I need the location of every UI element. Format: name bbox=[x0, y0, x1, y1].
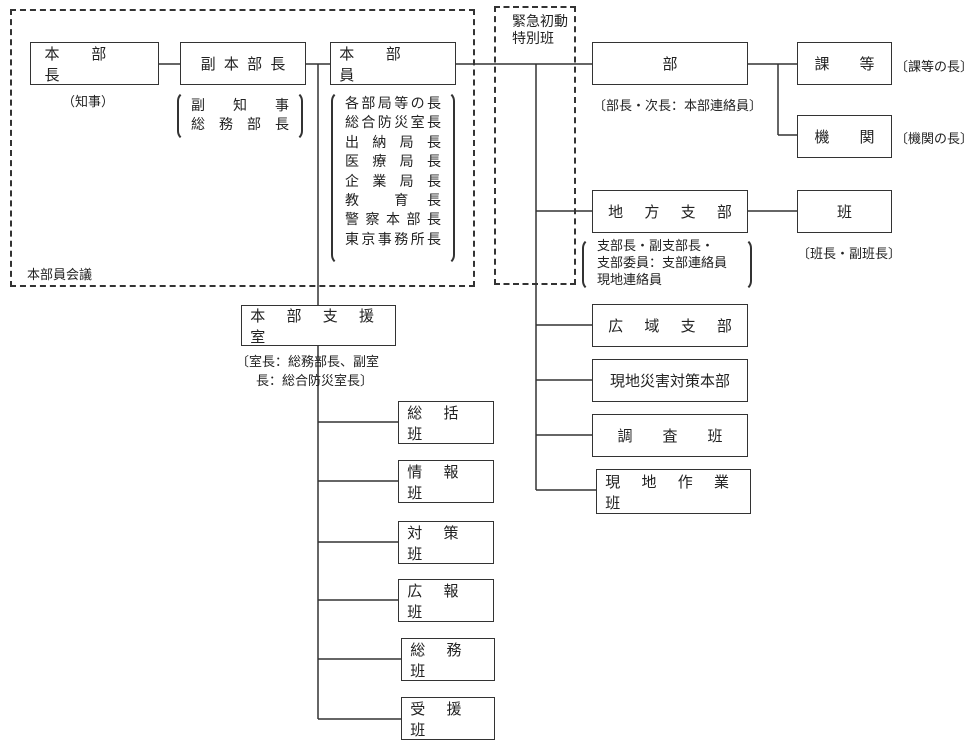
honbuin-list-item: 警察本部長 bbox=[345, 212, 441, 229]
kinkyu-label-2: 特別班 bbox=[512, 31, 554, 47]
ka-box: 課 等 bbox=[797, 42, 892, 85]
honbuin-list-item: 東京事務所長 bbox=[345, 231, 441, 248]
han-box: 班 bbox=[797, 190, 892, 233]
chiho-note: 支部委員：支部連絡員 bbox=[597, 256, 728, 271]
ka-label: 課 等 bbox=[814, 55, 875, 73]
fuku-list-item: 副 知 事 bbox=[191, 98, 289, 114]
shien-team-label: 総 務 班 bbox=[410, 640, 470, 680]
kikan-label: 機 関 bbox=[814, 128, 875, 146]
shien-note-1: 〔室長：総務部長、副室 bbox=[236, 355, 380, 370]
fuku-list-item: 総 務 部 長 bbox=[191, 117, 289, 134]
bu-label: 部 bbox=[662, 55, 678, 73]
fuku-bracket bbox=[177, 91, 303, 141]
genchi-saigai-box: 現地災害対策本部 bbox=[592, 359, 748, 402]
shien-team-box: 広 報 班 bbox=[398, 579, 494, 622]
shien-team-label: 総 括 班 bbox=[407, 403, 467, 443]
honbuin-list-item: 教 育 長 bbox=[345, 193, 441, 210]
shien-team-label: 情 報 班 bbox=[407, 462, 467, 502]
genchi-sagyo-box: 現 地 作 業 班 bbox=[596, 469, 751, 514]
han-label: 班 bbox=[836, 203, 852, 221]
chiho-note: 現地連絡員 bbox=[597, 273, 663, 288]
chiho-note: 支部長・副支部長・ bbox=[597, 239, 715, 254]
shien-label: 本 部 支 援 室 bbox=[250, 306, 383, 346]
honbu-kaigi-label: 本部員会議 bbox=[27, 268, 93, 283]
bu-note: 〔部長・次長：本部連絡員〕 bbox=[593, 99, 763, 114]
honbucho-box: 本 部 長 bbox=[30, 42, 159, 85]
chiho-notes: 支部長・副支部長・ 支部委員：支部連絡員 現地連絡員 bbox=[597, 238, 747, 289]
fuku-list: 副 知 事 総 務 部 長 bbox=[191, 97, 289, 136]
koiki-shibu-box: 広 域 支 部 bbox=[592, 304, 748, 347]
bu-box: 部 bbox=[592, 42, 748, 85]
shien-team-box: 総 括 班 bbox=[398, 401, 494, 444]
fuku-honbucho-label: 副本部長 bbox=[200, 55, 294, 73]
honbu-kaigi-frame bbox=[10, 9, 475, 287]
honbuin-list-item: 出 納 局 長 bbox=[345, 134, 441, 151]
chiho-shibu-box: 地 方 支 部 bbox=[592, 190, 748, 233]
chosa-label: 調 査 班 bbox=[617, 427, 723, 445]
honbuin-list-item: 総合防災室長 bbox=[345, 115, 441, 132]
honbucho-label: 本 部 長 bbox=[44, 44, 120, 84]
shien-team-box: 総 務 班 bbox=[401, 638, 495, 681]
chiji-note: （知事） bbox=[62, 95, 115, 110]
shien-team-label: 広 報 班 bbox=[407, 581, 467, 621]
honbuin-list-item: 医 療 局 長 bbox=[345, 154, 441, 171]
chiho-shibu-label: 地 方 支 部 bbox=[608, 203, 741, 221]
chiho-bracket bbox=[582, 238, 752, 291]
honbuin-list-item: 企 業 局 長 bbox=[345, 173, 441, 190]
shien-team-box: 対 策 班 bbox=[398, 521, 494, 564]
honbuin-box: 本 部 員 bbox=[330, 42, 456, 85]
shien-team-label: 受 援 班 bbox=[410, 699, 470, 739]
honbuin-list: 各部局等の長 総合防災室長 出 納 局 長 医 療 局 長 企 業 局 長 教 … bbox=[345, 95, 441, 250]
honbuin-bracket bbox=[331, 91, 455, 265]
shien-team-box: 受 援 班 bbox=[401, 697, 495, 740]
genchi-sagyo-label: 現 地 作 業 班 bbox=[605, 472, 738, 512]
honbuin-label: 本 部 員 bbox=[339, 44, 433, 84]
honbuin-list-item: 各部局等の長 bbox=[345, 96, 441, 112]
chosa-box: 調 査 班 bbox=[592, 414, 748, 457]
kikan-box: 機 関 bbox=[797, 115, 892, 158]
genchi-saigai-label: 現地災害対策本部 bbox=[609, 372, 730, 390]
shien-team-box: 情 報 班 bbox=[398, 460, 494, 503]
shien-box: 本 部 支 援 室 bbox=[241, 305, 396, 346]
ka-note: 〔課等の長〕 bbox=[895, 60, 974, 75]
kinkyu-frame bbox=[494, 6, 576, 285]
shien-note-2: 長：総合防災室長〕 bbox=[256, 374, 374, 389]
kinkyu-label-1: 緊急初動 bbox=[512, 14, 568, 30]
fuku-honbucho-box: 副本部長 bbox=[180, 42, 306, 85]
koiki-shibu-label: 広 域 支 部 bbox=[608, 317, 741, 335]
shien-team-label: 対 策 班 bbox=[407, 523, 467, 563]
han-note: 〔班長・副班長〕 bbox=[797, 247, 902, 262]
kikan-note: 〔機関の長〕 bbox=[895, 132, 974, 147]
